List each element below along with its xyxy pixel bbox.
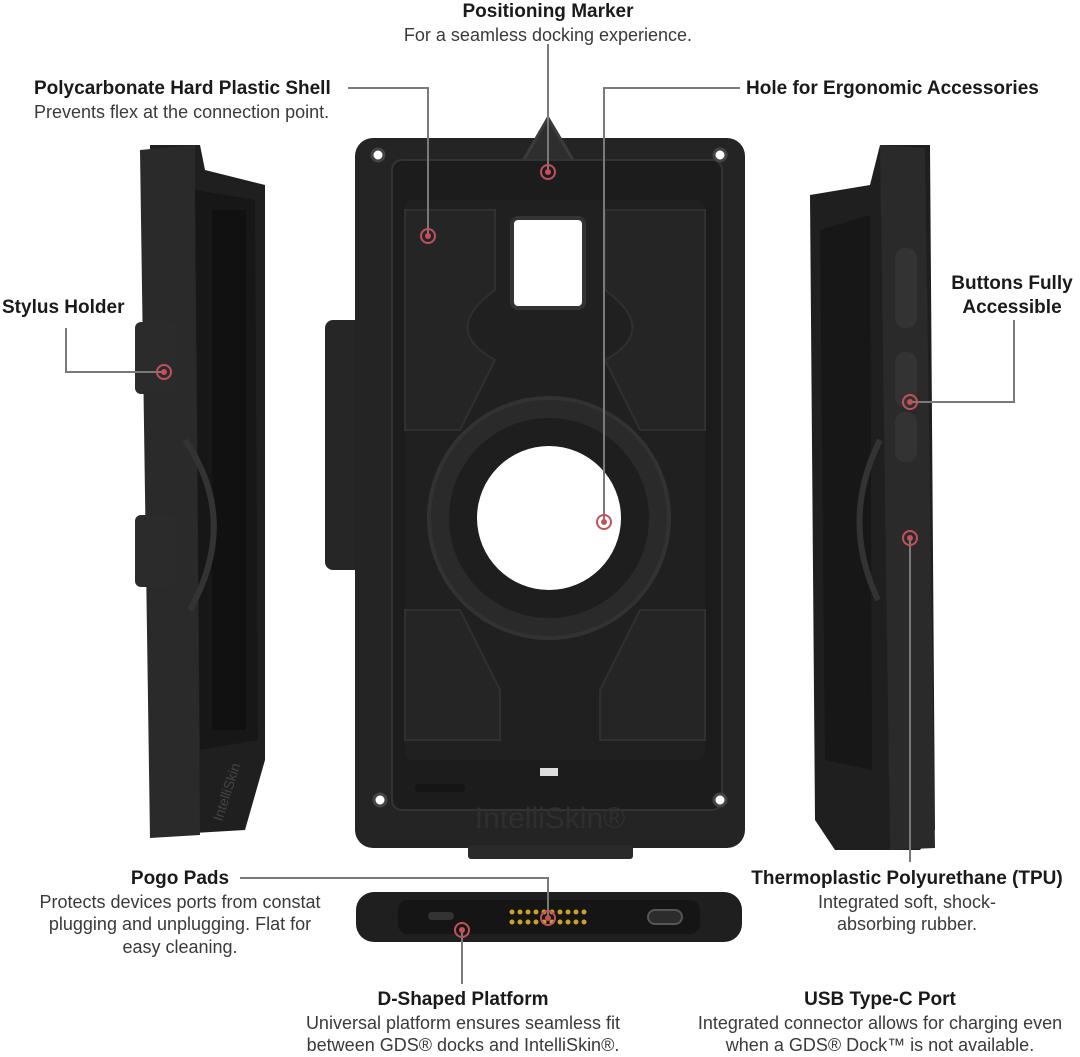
callout-desc-line2: plugging and unplugging. Flat for <box>48 914 312 935</box>
callout-title: Hole for Ergonomic Accessories <box>746 78 1039 99</box>
callout-polycarbonate-shell: Polycarbonate Hard Plastic Shell Prevent… <box>34 77 354 123</box>
callout-title: D-Shaped Platform <box>377 989 549 1010</box>
callout-title-line1: Buttons Fully <box>951 273 1073 294</box>
callout-buttons-accessible: Buttons Fully Accessible <box>942 272 1080 320</box>
callout-tpu: Thermoplastic Polyurethane (TPU) Integra… <box>742 867 1072 936</box>
callout-desc-line1: Protects devices ports from constat <box>39 891 321 912</box>
callout-title: Polycarbonate Hard Plastic Shell <box>34 78 331 99</box>
callout-title-line2: Accessible <box>962 296 1062 318</box>
callout-desc-line1: Universal platform ensures seamless fit <box>305 1012 621 1033</box>
callout-desc-line3: easy cleaning. <box>122 936 238 957</box>
callout-desc-line2: when a GDS® Dock™ is not available. <box>725 1035 1035 1056</box>
callout-d-shaped-platform: D-Shaped Platform Universal platform ens… <box>278 988 648 1057</box>
case-back-view: IntelliSkin® <box>325 115 745 859</box>
callout-desc-line2: absorbing rubber. <box>836 914 978 935</box>
callout-markers <box>156 164 918 938</box>
callout-desc-line1: Integrated connector allows for charging… <box>697 1012 1063 1033</box>
case-left-side-view: IntelliSkin <box>135 145 265 838</box>
callout-title: USB Type-C Port <box>804 989 956 1010</box>
callout-title: Positioning Marker <box>462 1 634 22</box>
brand-mark: IntelliSkin® <box>475 802 626 835</box>
callout-title: Thermoplastic Polyurethane (TPU) <box>751 868 1063 889</box>
callout-desc-line2: between GDS® docks and IntelliSkin®. <box>306 1035 620 1056</box>
callout-title: Stylus Holder <box>2 297 125 318</box>
case-right-side-view <box>810 145 935 850</box>
callout-pogo-pads: Pogo Pads Protects devices ports from co… <box>20 867 340 958</box>
callout-positioning-marker: Positioning Marker For a seamless dockin… <box>380 0 716 46</box>
callout-desc-line1: Integrated soft, shock- <box>817 891 997 912</box>
callout-usb-c-port: USB Type-C Port Integrated connector all… <box>680 988 1080 1057</box>
callout-ergonomic-hole: Hole for Ergonomic Accessories <box>746 77 1066 101</box>
callout-title: Pogo Pads <box>130 868 230 889</box>
leader-lines <box>65 44 1015 984</box>
callout-desc: For a seamless docking experience. <box>403 24 693 45</box>
callout-desc: Prevents flex at the connection point. <box>34 101 330 122</box>
callout-stylus-holder: Stylus Holder <box>2 296 142 320</box>
